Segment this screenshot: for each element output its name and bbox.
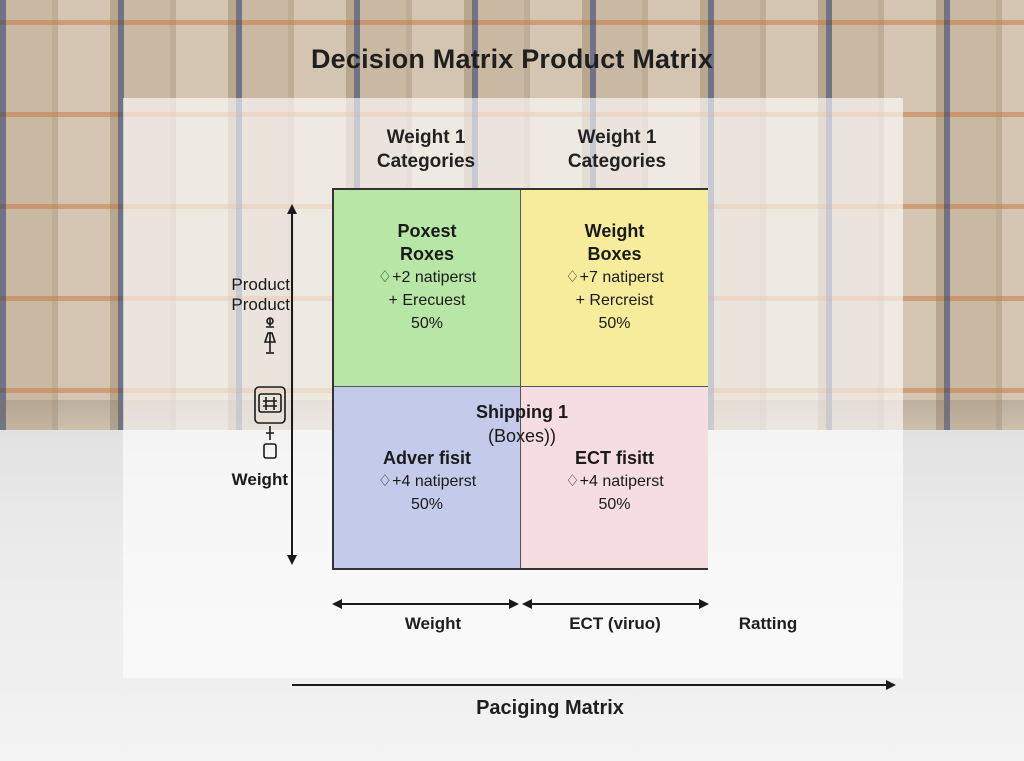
cell-value: 50% xyxy=(598,496,631,513)
matrix-cell-bottom-left: Adver fisit ♢+4 natiperst 50% xyxy=(334,387,521,568)
row-label-product: Product Product xyxy=(200,275,290,315)
cell-title: Weight xyxy=(584,221,645,241)
x-label-ect: ECT (viruo) xyxy=(569,614,661,633)
matrix-cell-bottom-right: ECT fisitt ♢+4 natiperst 50% xyxy=(521,387,708,568)
column-header-right-line2: Categories xyxy=(567,151,667,172)
cell-line: + Erecuest xyxy=(388,292,466,309)
cell-title: Adver fisit xyxy=(382,448,472,468)
scale-icon xyxy=(254,386,286,459)
cell-line: + Rercreist xyxy=(575,292,654,309)
cell-value: 50% xyxy=(410,315,444,332)
cell-title: Roxes xyxy=(399,244,455,264)
row-label-product-line1: Product xyxy=(231,275,290,294)
center-label: Shipping 1 (Boxes)) xyxy=(334,400,710,448)
column-header-left-line2: Categories xyxy=(376,151,476,172)
matrix-cell-top-right: Weight Boxes ♢+7 natiperst + Rercreist 5… xyxy=(521,190,708,387)
cell-line: ♢+7 natiperst xyxy=(565,269,664,286)
column-header-right: Weight 1 Categories xyxy=(517,126,717,174)
column-header-left-line1: Weight 1 xyxy=(386,127,466,148)
cell-title: ECT fisitt xyxy=(575,448,654,468)
cell-line: ♢+4 natiperst xyxy=(565,473,664,490)
x-label-weight: Weight xyxy=(404,614,462,633)
cell-title: Boxes xyxy=(587,244,642,264)
page-title: Decision Matrix Product Matrix xyxy=(310,44,714,74)
column-header-right-line1: Weight 1 xyxy=(577,127,657,148)
row-label-product-line2: Product xyxy=(231,295,290,314)
cell-line: ♢+2 natiperst xyxy=(377,269,477,286)
footer-label: Paciging Matrix xyxy=(476,697,624,719)
cell-value: 50% xyxy=(598,315,631,332)
matrix-cell-top-left: Poxest Roxes ♢+2 natiperst + Erecuest 50… xyxy=(334,190,521,387)
center-label-line1: Shipping 1 xyxy=(476,402,568,422)
row-label-weight: Weight xyxy=(231,470,288,489)
balance-icon xyxy=(263,317,277,354)
cell-line: ♢+4 natiperst xyxy=(377,473,477,490)
x-label-ratting: Ratting xyxy=(738,614,798,633)
cell-title: Poxest xyxy=(397,221,457,241)
column-header-left: Weight 1 Categories xyxy=(326,126,526,174)
cell-value: 50% xyxy=(410,496,444,513)
decision-matrix-grid: Poxest Roxes ♢+2 natiperst + Erecuest 50… xyxy=(332,188,708,570)
center-label-line2: (Boxes)) xyxy=(487,426,556,446)
